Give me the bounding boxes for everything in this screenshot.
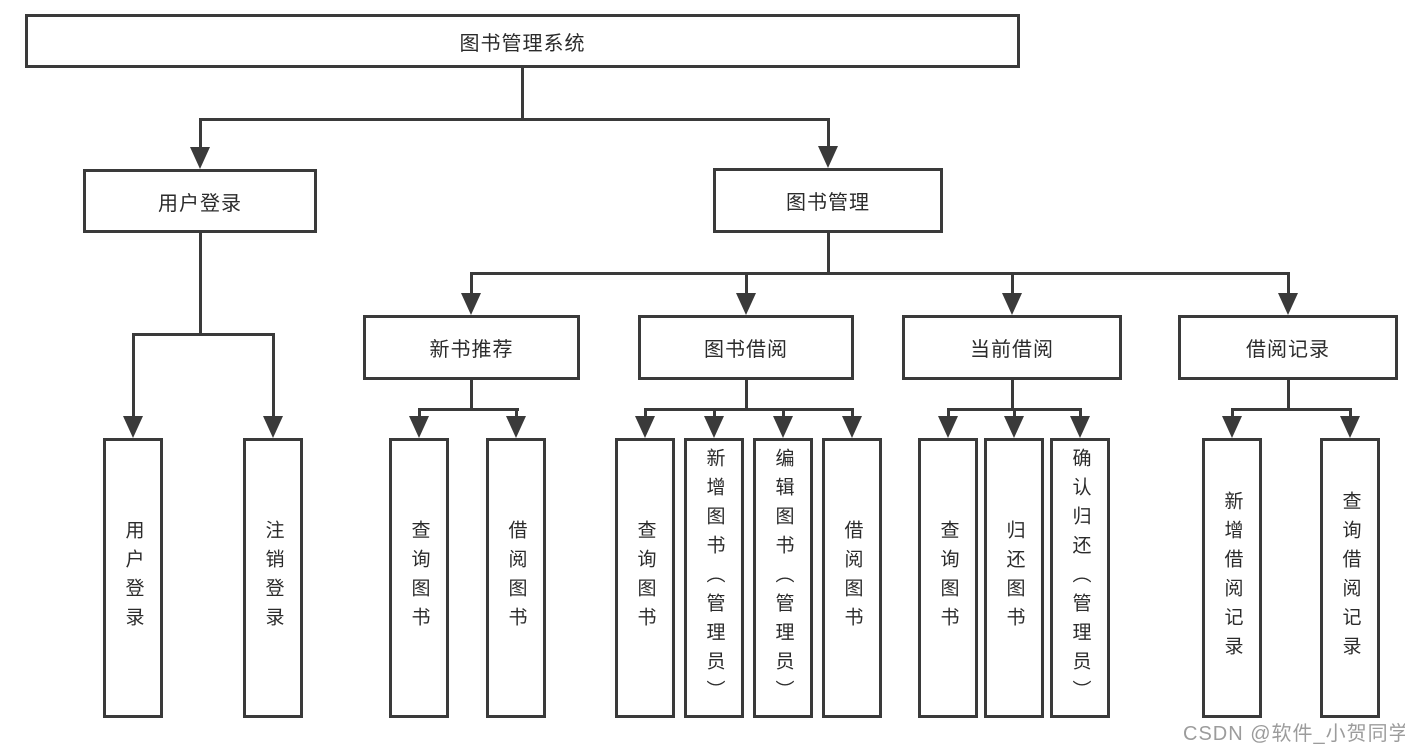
connector-line	[850, 408, 854, 420]
arrow-down-icon	[818, 146, 838, 168]
arrow-down-icon	[1004, 416, 1024, 438]
node-user-login-leaf: 用户登录	[103, 438, 163, 718]
arrow-down-icon	[842, 416, 862, 438]
node-query-borrow-record: 查询借阅记录	[1320, 438, 1380, 718]
connector-line	[1010, 272, 1014, 298]
connector-line	[198, 118, 830, 121]
node-user-login-label: 用户登录	[158, 192, 242, 215]
watermark: CSDN @软件_小贺同学	[1183, 723, 1405, 745]
node-borrow-books-leaf: 借阅图书	[822, 438, 882, 718]
connector-line	[131, 333, 135, 420]
arrow-down-icon	[123, 416, 143, 438]
connector-line	[1010, 380, 1014, 411]
arrow-down-icon	[938, 416, 958, 438]
node-new-book-recommend: 新书推荐	[363, 315, 580, 380]
node-borrowing-records-label: 借阅记录	[1246, 339, 1330, 361]
node-edit-book-admin-label: 编辑图书（管理员）	[772, 447, 794, 709]
connector-line	[520, 68, 524, 121]
node-user-login-leaf-label: 用户登录	[122, 520, 144, 636]
connector-line	[1230, 408, 1234, 420]
connector-line	[1012, 408, 1016, 420]
node-borrow-books-recommend: 借阅图书	[486, 438, 546, 718]
node-current-borrowing: 当前借阅	[902, 315, 1122, 380]
node-confirm-return-admin-label: 确认归还（管理员）	[1069, 447, 1091, 709]
node-logout-label: 注销登录	[262, 520, 284, 636]
connector-line	[1078, 408, 1082, 420]
arrow-down-icon	[736, 293, 756, 315]
arrow-down-icon	[704, 416, 724, 438]
connector-line	[469, 272, 1290, 275]
connector-line	[1286, 272, 1290, 298]
arrow-down-icon	[1222, 416, 1242, 438]
node-query-books-recommend-label: 查询图书	[408, 520, 430, 636]
arrow-down-icon	[1070, 416, 1090, 438]
connector-line	[744, 380, 748, 411]
connector-line	[1230, 408, 1352, 411]
node-borrow-books-leaf-label: 借阅图书	[841, 520, 863, 636]
node-return-books-label: 归还图书	[1003, 520, 1025, 636]
node-book-borrowing-label: 图书借阅	[704, 339, 788, 361]
node-add-borrow-record-label: 新增借阅记录	[1221, 491, 1243, 665]
node-logout: 注销登录	[243, 438, 303, 718]
node-borrow-books-recommend-label: 借阅图书	[505, 520, 527, 636]
connector-line	[1286, 380, 1290, 411]
connector-line	[131, 333, 275, 336]
node-library-system-label: 图书管理系统	[459, 32, 586, 55]
connector-line	[417, 408, 519, 411]
connector-line	[469, 380, 473, 411]
connector-line	[271, 333, 275, 420]
arrow-down-icon	[1278, 293, 1298, 315]
node-new-book-recommend-label: 新书推荐	[429, 339, 514, 361]
node-query-borrow-record-label: 查询借阅记录	[1339, 491, 1361, 665]
node-user-login: 用户登录	[83, 169, 317, 233]
node-query-books-recommend: 查询图书	[389, 438, 449, 718]
connector-line	[643, 408, 647, 420]
node-current-borrowing-label: 当前借阅	[970, 339, 1054, 361]
connector-line	[198, 233, 202, 336]
node-add-book-admin-label: 新增图书（管理员）	[703, 447, 725, 709]
connector-line	[712, 408, 716, 420]
connector-line	[781, 408, 785, 420]
node-query-books-borrowing-label: 查询图书	[634, 520, 656, 636]
connector-line	[826, 233, 830, 275]
connector-line	[1348, 408, 1352, 420]
arrow-down-icon	[263, 416, 283, 438]
connector-line	[417, 408, 421, 420]
connector-line	[643, 408, 854, 411]
node-book-management: 图书管理	[713, 168, 943, 233]
node-book-management-label: 图书管理	[786, 192, 870, 214]
arrow-down-icon	[773, 416, 793, 438]
connector-line	[744, 272, 748, 298]
arrow-down-icon	[1340, 416, 1360, 438]
arrow-down-icon	[506, 416, 526, 438]
connector-line	[469, 272, 473, 298]
connector-line	[198, 118, 202, 150]
node-edit-book-admin: 编辑图书（管理员）	[753, 438, 813, 718]
connector-line	[826, 118, 830, 149]
node-query-books-borrowing: 查询图书	[615, 438, 675, 718]
arrow-down-icon	[461, 293, 481, 315]
node-book-borrowing: 图书借阅	[638, 315, 854, 380]
node-add-book-admin: 新增图书（管理员）	[684, 438, 744, 718]
node-library-system: 图书管理系统	[25, 14, 1020, 68]
node-query-books-current: 查询图书	[918, 438, 978, 718]
node-confirm-return-admin: 确认归还（管理员）	[1050, 438, 1110, 718]
connector-line	[514, 408, 518, 420]
arrow-down-icon	[409, 416, 429, 438]
arrow-down-icon	[635, 416, 655, 438]
node-return-books: 归还图书	[984, 438, 1044, 718]
node-borrowing-records: 借阅记录	[1178, 315, 1398, 380]
arrow-down-icon	[1002, 293, 1022, 315]
arrow-down-icon	[190, 147, 210, 169]
node-query-books-current-label: 查询图书	[937, 520, 959, 636]
connector-line	[946, 408, 950, 420]
node-add-borrow-record: 新增借阅记录	[1202, 438, 1262, 718]
